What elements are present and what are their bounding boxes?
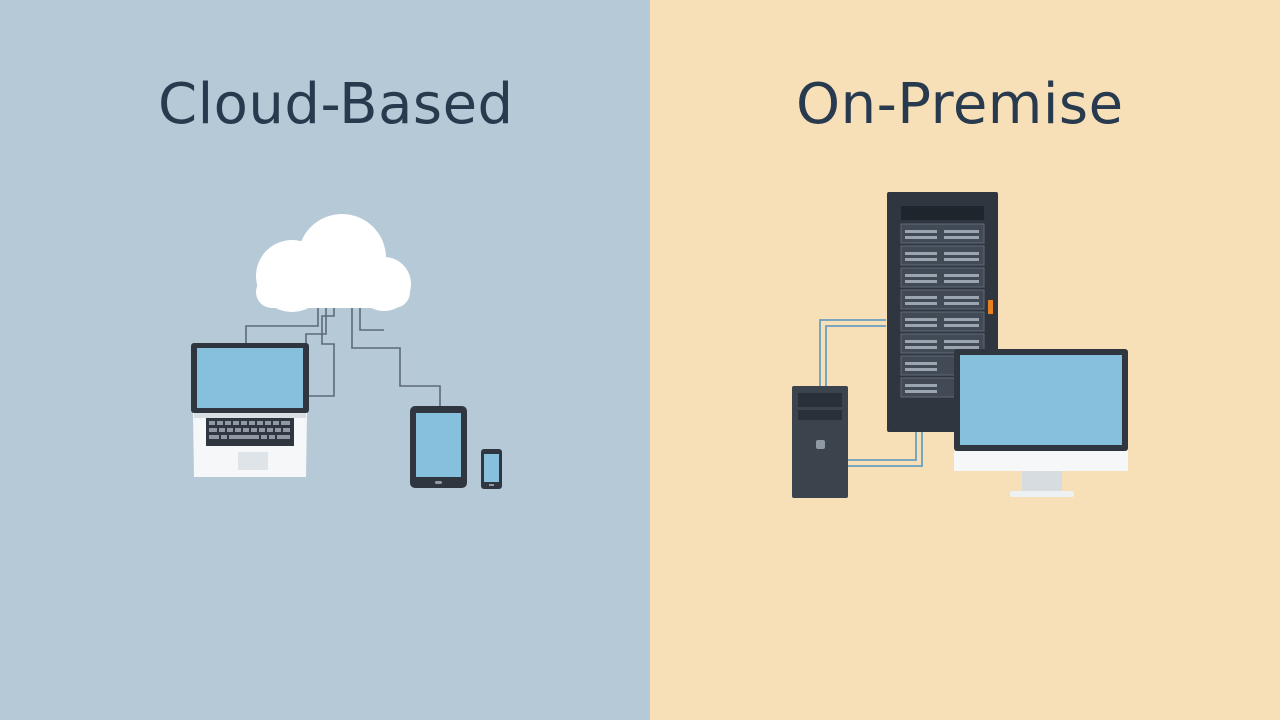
tower-pc-icon xyxy=(792,386,848,498)
on-premise-scene xyxy=(792,192,1128,498)
on-premise-panel: On-Premise xyxy=(650,0,1280,720)
on-premise-title: On-Premise xyxy=(796,72,1124,137)
tablet-icon xyxy=(410,406,467,488)
desktop-monitor-icon xyxy=(954,349,1128,497)
cloud-icon xyxy=(256,214,411,312)
cloud-connection-lines xyxy=(245,308,441,408)
smartphone-icon xyxy=(481,449,502,489)
laptop-icon xyxy=(191,343,309,477)
status-light-icon xyxy=(988,300,993,314)
cloud-based-title: Cloud-Based xyxy=(158,72,514,137)
cloud-based-panel: Cloud-Based xyxy=(0,0,650,720)
cloud-scene xyxy=(191,214,502,489)
